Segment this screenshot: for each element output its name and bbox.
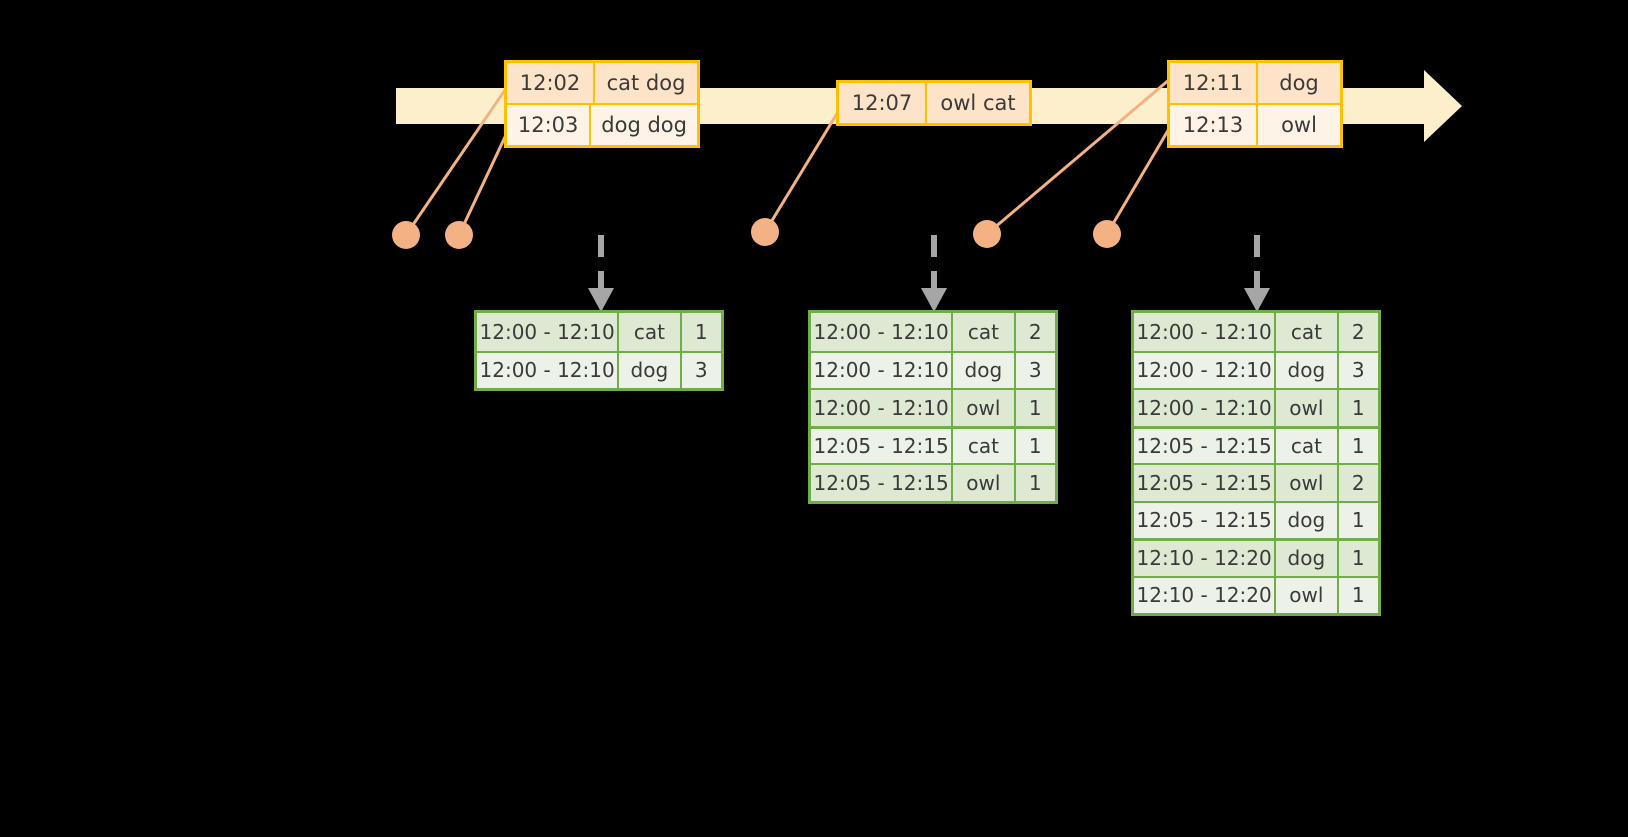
emit-arrow-1: [588, 235, 614, 312]
count-cell: 1: [1351, 583, 1365, 608]
key-cell: cat: [953, 313, 1016, 351]
window-cell: 12:05 - 12:15: [1134, 502, 1277, 538]
table-row[interactable]: 12:00 - 12:10 cat 2: [1134, 313, 1378, 351]
key-cell: owl: [953, 465, 1016, 501]
result-table-1[interactable]: 12:00 - 12:10 cat 1 12:00 - 12:10 dog 3: [474, 310, 724, 391]
key-cell: dog: [953, 352, 1016, 388]
window-cell: 12:05 - 12:15: [811, 428, 954, 463]
event-dot: [392, 221, 420, 249]
window-cell: 12:00 - 12:10: [1134, 313, 1277, 351]
count-cell: 3: [694, 358, 708, 383]
table-row[interactable]: 12:00 - 12:10 cat 2: [811, 313, 1055, 351]
window-cell: 12:05 - 12:15: [1134, 428, 1277, 463]
count-cell: 2: [1351, 319, 1365, 344]
count-cell: 1: [1351, 546, 1365, 571]
count-cell: 1: [1028, 470, 1042, 495]
event-dot: [751, 218, 779, 246]
event-row[interactable]: 12:13 owl: [1170, 103, 1340, 145]
event-row[interactable]: 12:11 dog: [1170, 63, 1340, 103]
window-cell: 12:05 - 12:15: [811, 465, 954, 501]
table-row[interactable]: 12:05 - 12:15 cat 1: [811, 425, 1055, 463]
event-words: dog dog: [601, 113, 687, 137]
key-cell: owl: [1276, 390, 1339, 426]
event-words: owl cat: [940, 91, 1016, 115]
window-cell: 12:10 - 12:20: [1134, 577, 1277, 613]
event-dot: [1093, 220, 1121, 248]
key-cell: owl: [1276, 465, 1339, 501]
event-time: 12:02: [507, 63, 595, 103]
window-cell: 12:00 - 12:10: [477, 352, 620, 388]
table-row[interactable]: 12:05 - 12:15 owl 2: [1134, 463, 1378, 501]
window-cell: 12:00 - 12:10: [477, 313, 620, 351]
window-cell: 12:00 - 12:10: [1134, 390, 1277, 426]
table-row[interactable]: 12:05 - 12:15 dog 1: [1134, 500, 1378, 538]
window-cell: 12:05 - 12:15: [1134, 465, 1277, 501]
result-table-3[interactable]: 12:00 - 12:10 cat 2 12:00 - 12:10 dog 3 …: [1131, 310, 1381, 616]
key-cell: dog: [619, 352, 682, 388]
event-row[interactable]: 12:02 cat dog: [507, 63, 697, 103]
table-row[interactable]: 12:00 - 12:10 owl 1: [811, 388, 1055, 426]
window-cell: 12:00 - 12:10: [811, 390, 954, 426]
key-cell: dog: [1276, 352, 1339, 388]
table-row[interactable]: 12:10 - 12:20 dog 1: [1134, 538, 1378, 576]
table-row[interactable]: 12:05 - 12:15 cat 1: [1134, 425, 1378, 463]
key-cell: owl: [953, 390, 1016, 426]
emit-arrow-2: [921, 235, 947, 312]
event-time: 12:07: [839, 83, 927, 123]
event-dot: [445, 221, 473, 249]
window-cell: 12:10 - 12:20: [1134, 541, 1277, 576]
key-cell: cat: [619, 313, 682, 351]
count-cell: 3: [1351, 358, 1365, 383]
key-cell: dog: [1276, 502, 1339, 538]
event-time: 12:03: [507, 105, 592, 145]
count-cell: 1: [1351, 433, 1365, 458]
table-row[interactable]: 12:00 - 12:10 dog 3: [1134, 350, 1378, 388]
count-cell: 1: [1028, 395, 1042, 420]
key-cell: owl: [1276, 577, 1339, 613]
count-cell: 1: [1028, 433, 1042, 458]
event-words: cat dog: [606, 71, 686, 95]
event-group-3[interactable]: 12:11 dog 12:13 owl: [1167, 60, 1343, 148]
table-row[interactable]: 12:00 - 12:10 dog 3: [477, 350, 721, 388]
count-cell: 1: [1351, 395, 1365, 420]
count-cell: 1: [1351, 508, 1365, 533]
count-cell: 2: [1351, 470, 1365, 495]
table-row[interactable]: 12:00 - 12:10 owl 1: [1134, 388, 1378, 426]
window-cell: 12:00 - 12:10: [811, 313, 954, 351]
event-dots: [392, 218, 1121, 249]
event-dot: [973, 220, 1001, 248]
result-table-2[interactable]: 12:00 - 12:10 cat 2 12:00 - 12:10 dog 3 …: [808, 310, 1058, 504]
window-cell: 12:00 - 12:10: [811, 352, 954, 388]
table-row[interactable]: 12:05 - 12:15 owl 1: [811, 463, 1055, 501]
event-words: dog: [1279, 71, 1319, 95]
table-row[interactable]: 12:10 - 12:20 owl 1: [1134, 575, 1378, 613]
key-cell: dog: [1276, 541, 1339, 576]
key-cell: cat: [953, 428, 1016, 463]
count-cell: 3: [1028, 358, 1042, 383]
emit-arrow-3: [1244, 235, 1270, 312]
key-cell: cat: [1276, 428, 1339, 463]
count-cell: 1: [694, 319, 708, 344]
count-cell: 2: [1028, 319, 1042, 344]
event-time: 12:11: [1170, 63, 1258, 103]
table-row[interactable]: 12:00 - 12:10 dog 3: [811, 350, 1055, 388]
event-row[interactable]: 12:03 dog dog: [507, 103, 697, 145]
event-words: owl: [1281, 113, 1317, 137]
event-group-2[interactable]: 12:07 owl cat: [836, 80, 1032, 126]
event-group-1[interactable]: 12:02 cat dog 12:03 dog dog: [504, 60, 700, 148]
emit-arrows: [588, 235, 1270, 312]
event-time: 12:13: [1170, 105, 1258, 145]
event-row[interactable]: 12:07 owl cat: [839, 83, 1029, 123]
window-cell: 12:00 - 12:10: [1134, 352, 1277, 388]
table-row[interactable]: 12:00 - 12:10 cat 1: [477, 313, 721, 351]
key-cell: cat: [1276, 313, 1339, 351]
